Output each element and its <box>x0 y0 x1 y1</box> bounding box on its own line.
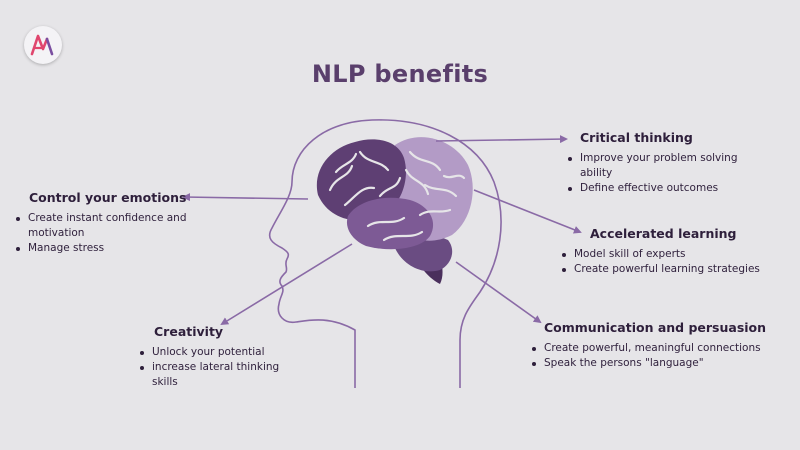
list-item: increase lateral thinking skills <box>140 360 308 390</box>
benefit-list: Create powerful, meaningful connections … <box>530 341 770 371</box>
av-logo-icon <box>30 34 54 56</box>
benefit-heading: Control your emotions <box>29 190 187 205</box>
connector-arrows <box>182 135 582 326</box>
benefit-creativity: Creativity Unlock your potential increas… <box>138 324 308 390</box>
list-item: Unlock your potential <box>140 345 308 360</box>
arrow-creativity <box>220 243 353 326</box>
list-item: Improve your problem solving ability <box>568 151 766 181</box>
list-item: Model skill of experts <box>562 247 760 262</box>
benefit-communication-persuasion: Communication and persuasion Create powe… <box>530 320 770 371</box>
benefit-list: Improve your problem solving ability Def… <box>566 151 766 196</box>
brain-illustration <box>316 137 473 284</box>
arrow-accelerated-learning <box>473 189 582 234</box>
list-item: Define effective outcomes <box>568 181 766 196</box>
brain-folds <box>328 150 466 242</box>
benefit-list: Unlock your potential increase lateral t… <box>138 345 308 390</box>
benefit-heading: Communication and persuasion <box>544 320 767 335</box>
benefit-heading: Creativity <box>154 324 224 339</box>
brain-temporal-lobe <box>346 197 434 250</box>
arrow-control-emotions <box>182 193 309 202</box>
benefit-heading: Accelerated learning <box>590 226 737 241</box>
list-item: Create instant confidence and motivation <box>16 211 194 241</box>
benefit-heading: Critical thinking <box>580 130 693 145</box>
list-item: Create powerful learning strategies <box>562 263 760 275</box>
benefit-list: Model skill of experts Create powerful l… <box>560 247 760 277</box>
arrow-communication <box>455 261 542 324</box>
benefit-critical-thinking: Critical thinking Improve your problem s… <box>566 130 766 196</box>
head-outline <box>268 119 502 388</box>
benefit-control-emotions: Control your emotions Create instant con… <box>14 190 194 256</box>
benefit-list: Create instant confidence and motivation… <box>14 211 194 256</box>
list-item: Speak the persons "language" <box>532 356 770 371</box>
list-item: Create powerful, meaningful connections <box>532 341 770 356</box>
arrow-critical-thinking <box>435 135 568 144</box>
page-title: NLP benefits <box>311 60 489 88</box>
benefit-accelerated-learning: Accelerated learning Model skill of expe… <box>560 226 760 277</box>
logo[interactable] <box>24 26 62 64</box>
list-item: Manage stress <box>16 241 194 256</box>
